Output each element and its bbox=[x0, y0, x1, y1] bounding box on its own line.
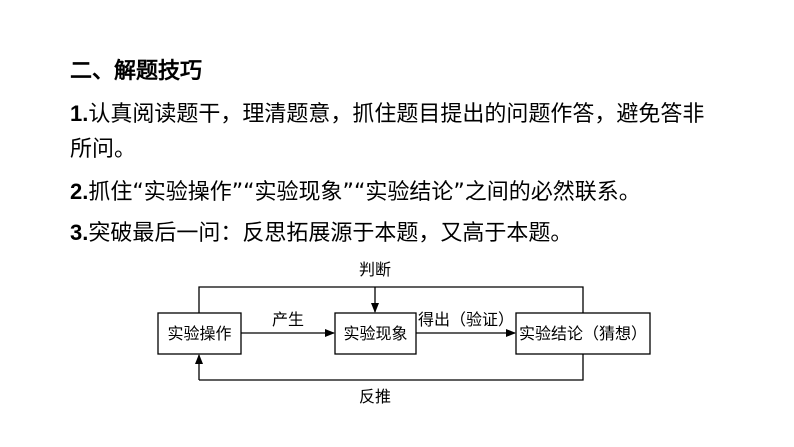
box-operation bbox=[157, 312, 242, 355]
arrow-produce-label: 产生 bbox=[272, 310, 304, 329]
arrow-derive-label: 得出（验证） bbox=[418, 310, 514, 329]
loop-judge-frame bbox=[198, 286, 584, 313]
tip-2-text: 抓住“实验操作”“实验现象”“实验结论”之间的必然联系。 bbox=[88, 180, 641, 205]
box-phenomenon bbox=[334, 312, 417, 355]
box-operation-label: 实验操作 bbox=[167, 324, 231, 343]
box-conclusion bbox=[515, 312, 651, 355]
tip-1-line-1: 1.认真阅读题干，理清题意，抓住题目提出的问题作答，避免答非 bbox=[70, 100, 704, 129]
loop-reverse-frame bbox=[199, 354, 584, 381]
tip-3-number: 3. bbox=[70, 220, 89, 245]
box-conclusion-label: 实验结论（猜想） bbox=[519, 324, 647, 343]
arrow-judge-label: 判断 bbox=[359, 260, 391, 279]
tip-1-text-line-2: 所问。 bbox=[70, 137, 137, 162]
tip-2: 2.抓住“实验操作”“实验现象”“实验结论”之间的必然联系。 bbox=[70, 178, 641, 207]
tip-3-text: 突破最后一问：反思拓展源于本题，又高于本题。 bbox=[88, 221, 573, 246]
tip-2-number: 2. bbox=[70, 179, 89, 204]
tip-1-line-2: 所问。 bbox=[70, 136, 136, 164]
tip-1-text-line-1: 认真阅读题干，理清题意，抓住题目提出的问题作答，避免答非 bbox=[88, 102, 705, 127]
section-heading: 二、解题技巧 bbox=[70, 59, 203, 84]
tip-3: 3.突破最后一问：反思拓展源于本题，又高于本题。 bbox=[70, 219, 572, 248]
box-phenomenon-label: 实验现象 bbox=[343, 324, 407, 343]
arrow-reverse-label: 反推 bbox=[359, 387, 391, 406]
tip-1-number: 1. bbox=[70, 101, 89, 126]
